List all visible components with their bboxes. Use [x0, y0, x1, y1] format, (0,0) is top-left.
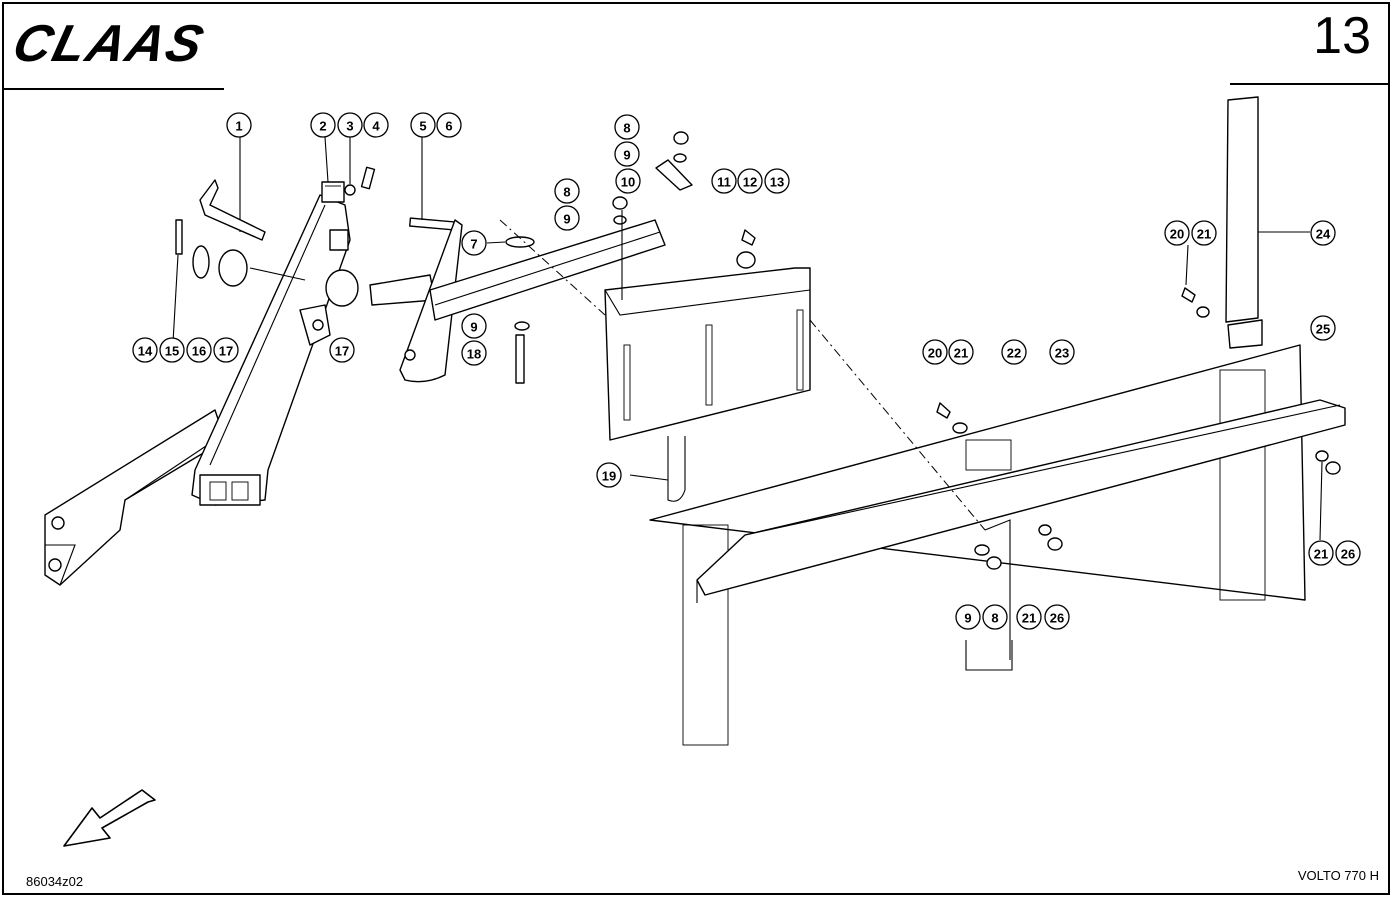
callout-4: 4: [363, 112, 389, 138]
callout-9: 9: [461, 313, 487, 339]
callout-label: 21: [954, 346, 968, 361]
callout-label: 25: [1316, 322, 1330, 337]
callout-label: 21: [1022, 611, 1036, 626]
callout-label: 18: [467, 347, 481, 362]
callout-label: 14: [138, 344, 153, 359]
callout-label: 17: [219, 344, 233, 359]
callout-22: 22: [1001, 339, 1027, 365]
callout-13: 13: [764, 168, 790, 194]
callout-label: 8: [623, 121, 630, 136]
callout-label: 21: [1197, 227, 1211, 242]
callout-10: 10: [615, 168, 641, 194]
page-number-rule: [1230, 83, 1390, 85]
callout-label: 20: [1170, 227, 1184, 242]
callout-11: 11: [711, 168, 737, 194]
fasteners: [514, 131, 756, 384]
callout-label: 19: [602, 469, 616, 484]
callout-17: 17: [329, 337, 355, 363]
callout-3: 3: [337, 112, 363, 138]
callout-5: 5: [410, 112, 436, 138]
callout-label: 23: [1055, 346, 1069, 361]
logo-underline: [2, 88, 224, 90]
callout-12: 12: [737, 168, 763, 194]
callout-8: 8: [982, 604, 1008, 630]
callout-24: 24: [1310, 220, 1336, 246]
main-frame-tube: [191, 194, 351, 506]
callout-label: 1: [235, 119, 242, 134]
callout-1: 1: [226, 112, 252, 138]
drawbar-arm: [44, 409, 226, 586]
callout-25: 25: [1310, 315, 1336, 341]
callout-23: 23: [1049, 339, 1075, 365]
callout-26: 26: [1044, 604, 1070, 630]
callout-9: 9: [554, 205, 580, 231]
callout-9: 9: [955, 604, 981, 630]
dash-chain-lines: [499, 219, 986, 531]
bracket-plate: [604, 267, 811, 502]
callout-label: 20: [928, 346, 942, 361]
page-number: 13: [1313, 7, 1371, 65]
callout-14: 14: [132, 337, 158, 363]
callout-19: 19: [596, 462, 622, 488]
callout-21: 21: [1016, 604, 1042, 630]
carrier-arm: [429, 219, 666, 321]
pivot-shaft-and-bracket: [369, 137, 463, 383]
callout-label: 9: [964, 611, 971, 626]
right-side-bolts: [936, 244, 1341, 570]
callout-label: 11: [717, 175, 731, 190]
callout-label: 2: [319, 119, 326, 134]
spring-assembly: [321, 136, 376, 203]
callout-label: 21: [1314, 547, 1328, 562]
callout-16: 16: [186, 337, 212, 363]
callout-label: 8: [991, 611, 998, 626]
callout-9: 9: [614, 141, 640, 167]
direction-arrow-icon: [63, 789, 156, 847]
angle-rail: [696, 399, 1346, 603]
bushings-and-washers: [171, 219, 359, 361]
callout-label: 5: [419, 119, 426, 134]
callout-label: 8: [563, 185, 570, 200]
callout-label: 9: [623, 148, 630, 163]
pivot-pin: [199, 128, 266, 241]
callout-8: 8: [554, 178, 580, 204]
callout-label: 22: [1007, 346, 1021, 361]
callout-label: 26: [1050, 611, 1064, 626]
callout-label: 12: [743, 175, 757, 190]
callout-label: 6: [445, 119, 452, 134]
callout-21: 21: [948, 339, 974, 365]
callout-label: 7: [470, 237, 477, 252]
callout-label: 13: [770, 175, 784, 190]
model-label: VOLTO 770 H: [1297, 868, 1379, 883]
callout-7: 7: [461, 230, 487, 256]
callout-label: 16: [192, 344, 206, 359]
callout-label: 24: [1316, 227, 1331, 242]
callout-21: 21: [1308, 540, 1334, 566]
callout-15: 15: [159, 337, 185, 363]
callout-label: 3: [346, 119, 353, 134]
callout-label: 4: [372, 119, 380, 134]
callout-label: 9: [470, 320, 477, 335]
callout-2: 2: [310, 112, 336, 138]
callout-26: 26: [1335, 540, 1361, 566]
callout-17: 17: [213, 337, 239, 363]
callout-label: 9: [563, 212, 570, 227]
callout-label: 15: [165, 344, 179, 359]
callout-label: 26: [1341, 547, 1355, 562]
drawing-number: 86034z02: [26, 874, 84, 889]
callout-21: 21: [1191, 220, 1217, 246]
callout-8: 8: [614, 114, 640, 140]
callout-label: 17: [335, 344, 349, 359]
callout-6: 6: [436, 112, 462, 138]
blade-strip: [1225, 96, 1310, 349]
callout-label: 10: [621, 175, 635, 190]
callout-18: 18: [461, 340, 487, 366]
callout-20: 20: [922, 339, 948, 365]
callout-20: 20: [1164, 220, 1190, 246]
